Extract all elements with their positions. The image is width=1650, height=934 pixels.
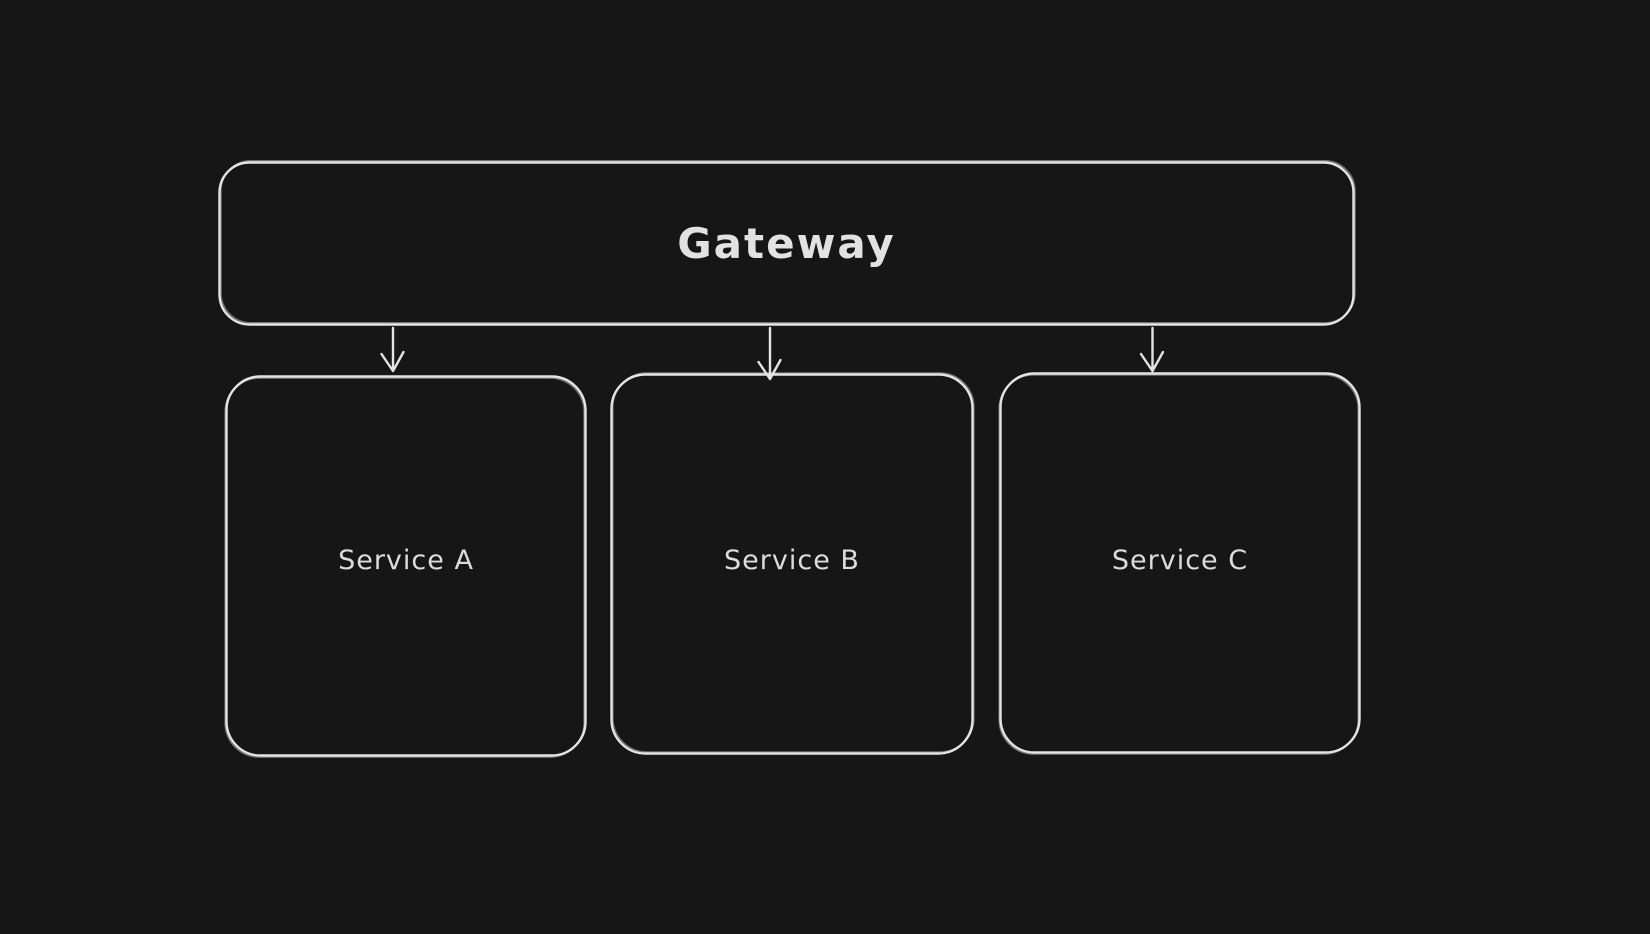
arrow-gateway-to-service-c (1139, 326, 1165, 373)
arrow-gateway-to-service-b (757, 326, 782, 381)
service-b-node-shape (610, 373, 974, 755)
gateway-node-shape (218, 161, 1355, 326)
service-a-node-shape (225, 375, 587, 757)
sketch-echo-strokes (220, 160, 1360, 758)
service-c-node-shape (999, 372, 1361, 754)
arrow-gateway-to-service-a (380, 326, 405, 373)
